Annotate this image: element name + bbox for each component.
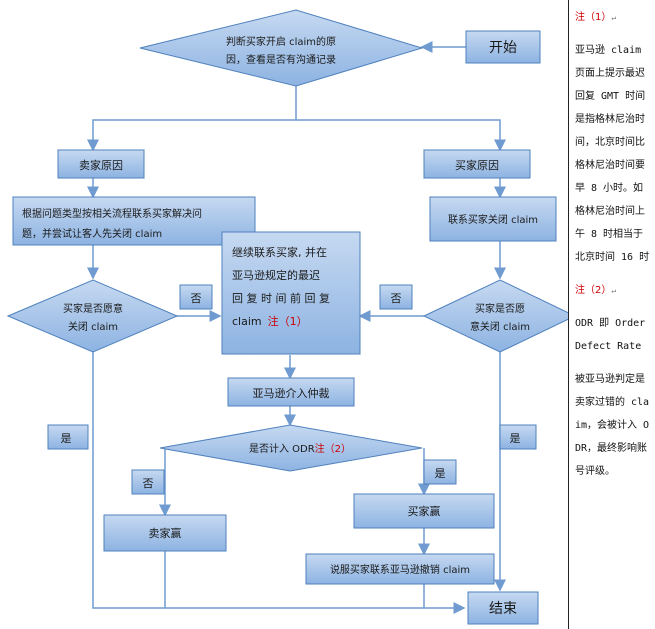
no-right-tag — [379, 284, 413, 310]
buyer-reason-label: 买家原因 — [455, 158, 499, 172]
note2-title: 注（2） — [575, 285, 612, 296]
odr-decision-label: 是否计入 ODR注（2） — [249, 442, 351, 455]
notes-panel: 注（1）↵ 亚马逊 claim 页面上提示最迟回复 GMT 时间是指格林尼治时间… — [568, 0, 655, 629]
resolve-node — [12, 196, 256, 246]
continue-contact-line4: claim 注（1） — [232, 314, 308, 328]
arbitration-node — [227, 377, 355, 407]
continue-contact-line1: 继续联系买家, 并在 — [232, 245, 327, 259]
note1-title: 注（1） — [575, 12, 612, 23]
odr-decision — [159, 424, 423, 472]
continue-contact-node — [221, 231, 361, 355]
buyer-win-label: 买家赢 — [408, 504, 441, 518]
seller-win-label: 卖家赢 — [149, 526, 182, 540]
edge-left-yes — [92, 352, 466, 614]
note1-ref: 注（1） — [268, 314, 308, 328]
return-mark-icon: ↵ — [611, 13, 617, 22]
right-decision-line1: 买家是否愿 — [475, 302, 525, 315]
check-label-line1: 判断买家开启 claim的原 — [226, 35, 336, 48]
no-left-label: 否 — [191, 292, 202, 305]
yes-left-tag — [47, 424, 89, 450]
continue-contact-claim: claim — [232, 315, 262, 328]
continue-contact-line3: 回 复 时 间 前 回 复 — [232, 291, 330, 305]
start-node — [465, 30, 541, 64]
continue-contact-line2: 亚马逊规定的最迟 — [232, 268, 320, 282]
yes-left-label: 是 — [61, 432, 72, 445]
edge-check-to-seller — [87, 85, 297, 152]
note2-text: ODR 即 Order Defect Rate — [575, 318, 646, 352]
arbitration-label: 亚马逊介入仲裁 — [253, 386, 330, 400]
contact-close-label: 联系买家关闭 claim — [448, 213, 538, 226]
check-label-line2: 因，查看是否有沟通记录 — [226, 53, 336, 66]
end-node — [467, 591, 539, 625]
resolve-label-line1: 根据问题类型按相关流程联系买家解决问 — [22, 207, 202, 220]
no-odr-tag — [131, 469, 165, 495]
seller-win-node — [103, 514, 227, 552]
buyer-win-node — [353, 493, 495, 529]
no-right-label: 否 — [391, 292, 402, 305]
seller-reason-label: 卖家原因 — [79, 158, 123, 172]
note1-text: 亚马逊 claim 页面上提示最迟回复 GMT 时间是指格林尼治时间，北京时间比… — [575, 45, 650, 263]
yes-right-tag — [499, 424, 537, 450]
left-decision-line2: 关闭 claim — [68, 320, 118, 333]
contact-close-node — [429, 196, 557, 242]
odr-question: 是否计入 ODR — [249, 442, 315, 455]
yes-odr-tag — [423, 459, 457, 485]
seller-reason-node — [57, 149, 145, 179]
start-label: 开始 — [489, 40, 517, 56]
persuade-label: 说服买家联系亚马逊撤销 claim — [330, 563, 470, 576]
note3-text: 被亚马逊判定是卖家过错的 claim，会被计入 ODR，最终影响账号评级。 — [575, 374, 650, 477]
check-decision — [139, 9, 424, 87]
persuade-node — [305, 553, 495, 585]
yes-odr-label: 是 — [435, 467, 446, 480]
left-decision — [6, 279, 179, 353]
yes-right-label: 是 — [510, 432, 521, 445]
buyer-reason-node — [423, 149, 531, 179]
right-decision — [422, 279, 568, 353]
edge-check-to-buyer — [296, 119, 506, 152]
no-left-tag — [179, 284, 213, 310]
flowchart: 开始 判断买家开启 claim的原 因，查看是否有沟通记录 卖家原因 买家原因 … — [6, 9, 568, 625]
note2-ref: 注（2） — [315, 442, 351, 455]
return-mark-icon: ↵ — [611, 286, 617, 295]
resolve-label-line2: 题，并尝试让客人先关闭 claim — [22, 227, 162, 240]
right-decision-line2: 意关闭 claim — [470, 320, 530, 333]
left-decision-line1: 买家是否愿意 — [63, 302, 123, 315]
end-label: 结束 — [489, 601, 517, 617]
no-odr-label: 否 — [143, 477, 154, 490]
